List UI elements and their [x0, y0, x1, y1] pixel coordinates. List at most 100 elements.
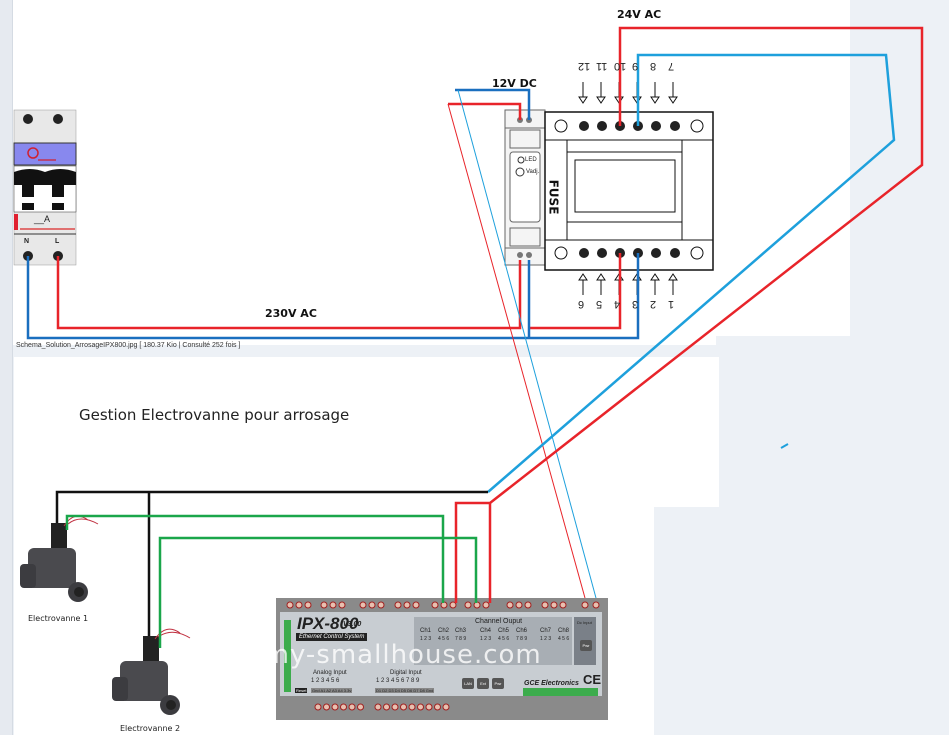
channel-pins-7: 1 2 3 [540, 636, 552, 642]
label-breaker-n: N [24, 238, 30, 245]
transformer-top-arrows [578, 82, 678, 104]
digital-terminal-2 [383, 703, 390, 711]
manufacturer-label: GCE Electronics [524, 680, 579, 687]
channel-2: Ch2 [438, 628, 450, 634]
relay-terminal-5-1 [431, 601, 439, 609]
relay-terminal-4-2 [403, 601, 411, 609]
digital-terminal-3 [391, 703, 399, 711]
relay-terminal-8-2 [550, 601, 558, 609]
reset-label: Reset [295, 688, 308, 693]
channel-1: Ch1 [420, 628, 432, 634]
digital-terminal-7 [425, 703, 433, 711]
relay-terminal-8-1 [541, 601, 549, 609]
transformer-bottom-arrows [578, 273, 678, 295]
dc-input-terminal-2 [592, 601, 600, 609]
channel-pins-6: 7 8 9 [516, 636, 528, 642]
label-fuse: FUSE [546, 179, 561, 215]
label-vadj: Vadj. [526, 169, 540, 175]
relay-terminal-1-2 [295, 601, 303, 609]
channel-8: Ch8 [558, 628, 570, 634]
label-led: LED [525, 157, 537, 163]
terminal-bottom-3: 3 [632, 298, 639, 310]
input-terminal-dots [314, 703, 450, 711]
terminal-top-11: 11 [596, 60, 608, 72]
wire-signal-green-1 [65, 514, 445, 603]
label-230v-ac: 230V AC [265, 307, 317, 320]
relay-terminal-3-2 [368, 601, 376, 609]
power-supply-12v [504, 109, 546, 266]
label-electrovanne-2: Electrovanne 2 [120, 724, 181, 733]
relay-terminal-5-3 [449, 601, 457, 609]
terminal-top-7: 7 [668, 60, 675, 72]
wire-stray-blue [780, 443, 789, 449]
channel-pins-5: 4 5 6 [498, 636, 510, 642]
digital-terminal-4 [400, 703, 407, 711]
ext-button: Ext [477, 678, 489, 689]
wire-230v-neutral [26, 253, 640, 340]
relay-terminal-6-1 [464, 601, 472, 609]
channel-pins-1: 1 2 3 [420, 636, 432, 642]
terminal-bottom-4: 4 [614, 298, 621, 310]
relay-terminal-1-3 [304, 601, 312, 609]
label-electrovanne-1: Electrovanne 1 [28, 614, 89, 623]
analog-input-labels: Gnd A1 A2 A3 A4 3.3v [311, 688, 353, 693]
relay-terminal-4-1 [394, 601, 402, 609]
channel-6: Ch6 [516, 628, 528, 634]
pwr-button: Pwr [492, 678, 504, 689]
relay-terminal-2-2 [329, 601, 337, 609]
relay-terminal-1-1 [286, 601, 294, 609]
digital-terminal-6 [417, 703, 424, 711]
bottom-image-extension [654, 357, 719, 507]
terminal-bottom-2: 2 [650, 298, 657, 310]
image-caption[interactable]: Schema_Solution_ArrosageIPX800.jpg [ 180… [16, 342, 241, 349]
breaker-top-screw-2 [53, 114, 63, 124]
relay-terminal-7-3 [524, 601, 532, 609]
channel-pins-2: 4 5 6 [438, 636, 450, 642]
relay-terminal-6-3 [482, 601, 490, 609]
analog-terminal-4 [340, 703, 347, 711]
terminal-top-9: 9 [632, 60, 639, 72]
wire-24v-blue [487, 53, 896, 493]
wire-signal-green-2 [158, 536, 478, 648]
relay-terminal-8-3 [559, 601, 567, 609]
wire-12v-red [448, 102, 522, 120]
electrovanne-2-icon [112, 628, 191, 715]
wire-230v-live [56, 253, 622, 330]
relay-terminal-dots [286, 601, 600, 609]
lan-button: LAN [462, 678, 474, 689]
relay-terminal-3-1 [359, 601, 367, 609]
transformer-24v [544, 82, 714, 295]
breaker-indicator [27, 147, 39, 159]
analog-input-title: Analog Input [313, 670, 347, 676]
relay-terminal-7-2 [515, 601, 523, 609]
analog-terminal-5 [348, 703, 356, 711]
ipx-subtitle: Ethernet Control System [296, 633, 368, 641]
terminal-bottom-1: 1 [668, 298, 675, 310]
breaker-top-screw-1 [23, 114, 33, 124]
relay-terminal-3-3 [377, 601, 385, 609]
channel-3: Ch3 [455, 628, 467, 634]
analog-terminal-1 [314, 703, 322, 711]
channel-4: Ch4 [480, 628, 492, 634]
electrovanne-1-icon [20, 515, 99, 602]
analog-terminal-6 [357, 703, 364, 711]
analog-terminal-3 [331, 703, 339, 711]
ipx-version: V3.00 [343, 621, 362, 628]
diagram-title: Gestion Electrovanne pour arrosage [79, 406, 350, 424]
terminal-bottom-5: 5 [596, 298, 603, 310]
ce-mark: CE [583, 672, 602, 687]
circuit-breaker [13, 109, 77, 266]
digital-input-title: Digital Input [390, 670, 422, 676]
dc-input-label: Dc Input [577, 620, 592, 625]
left-margin-bar [0, 0, 13, 735]
ipx800-board [276, 598, 608, 720]
digital-input-numbers: 1 2 3 4 5 6 7 8 9 [376, 678, 420, 684]
dc-input-terminal-1 [581, 601, 589, 609]
relay-terminal-2-3 [338, 601, 346, 609]
wire-12v-thin-red [447, 103, 586, 599]
channel-5: Ch5 [498, 628, 510, 634]
label-breaker-l: L [55, 238, 60, 245]
watermark: www.my-smallhouse.com [190, 640, 542, 670]
label-breaker-rating: __A [34, 214, 51, 224]
